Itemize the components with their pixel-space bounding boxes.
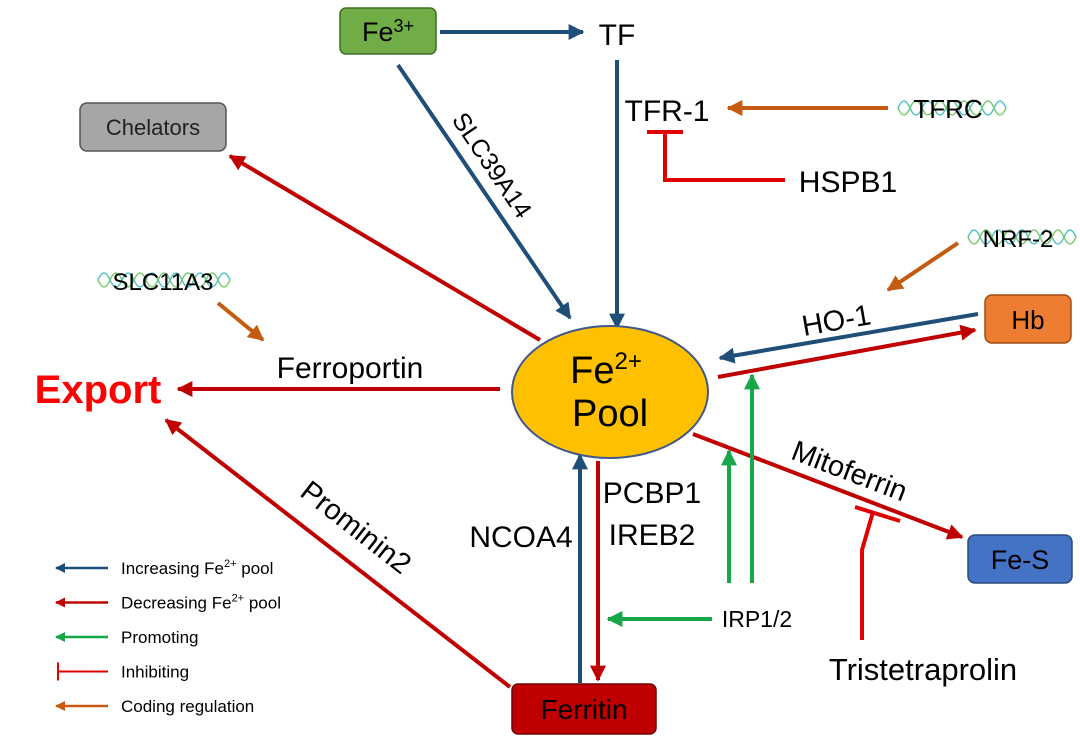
tfrc-label: TFRC: [913, 94, 982, 124]
legend-label-coding: Coding regulation: [121, 697, 254, 716]
legend-label-increasing: Increasing Fe2+ pool: [121, 558, 273, 578]
fe3-superscript: 3+: [393, 16, 414, 36]
pool-label: Pool: [572, 393, 648, 435]
hb-label: Hb: [1011, 305, 1044, 335]
slc39a14-arrow: [396, 63, 572, 320]
legend-label-decreasing: Decreasing Fe2+ pool: [121, 593, 281, 613]
irp12-label: IRP1/2: [722, 606, 792, 632]
fe2-pool-node: Fe2+ Pool: [511, 325, 709, 459]
legend-item-increasing: Increasing Fe2+ pool: [55, 558, 273, 578]
dna-helix-icon: [897, 100, 1007, 116]
prominin2-arrow: [164, 418, 512, 689]
pool-to-hb-arrow: [717, 324, 977, 379]
hspb1-label: HSPB1: [799, 166, 897, 199]
svg-text:Fe2+: Fe2+: [570, 348, 642, 392]
fes-label: Fe-S: [991, 545, 1050, 575]
legend-item-inhibiting: Inhibiting: [57, 662, 189, 682]
hspb1-inhibit-line: [663, 133, 785, 182]
slc11a3-coding-arrow: [216, 301, 265, 342]
tristetraprolin-inhibit-bar: [854, 505, 901, 523]
ireb2-label: IREB2: [609, 519, 696, 552]
svg-text:Fe3+: Fe3+: [362, 16, 414, 47]
tf-label: TF: [599, 19, 636, 52]
export-label: Export: [35, 368, 162, 412]
nrf2-gene-node: NRF-2: [967, 226, 1077, 253]
dna-helix-icon: [967, 229, 1077, 245]
chelators-node: Chelators: [79, 102, 227, 152]
mitoferrin-label: Mitoferrin: [787, 435, 911, 508]
pool-to-chelators-arrow: [228, 154, 542, 342]
fes-node: Fe-S: [967, 534, 1073, 584]
tfr1-label: TFR-1: [625, 95, 710, 128]
tfrc-gene-node: TFRC: [897, 94, 1007, 124]
ho1-label: HO-1: [800, 299, 874, 343]
ferroportin-label: Ferroportin: [277, 352, 424, 385]
mitoferrin-arrow: [692, 432, 964, 540]
slc11a3-label: SLC11A3: [113, 269, 214, 296]
pool-superscript: 2+: [614, 348, 641, 375]
slc11a3-gene-node: SLC11A3: [97, 269, 231, 296]
ncoa4-label: NCOA4: [469, 521, 572, 554]
nrf2-label: NRF-2: [983, 226, 1054, 253]
fe3-base-text: Fe: [362, 17, 394, 47]
fe3-node: Fe3+: [339, 7, 437, 55]
ferritin-label: Ferritin: [540, 694, 627, 725]
ho1-arrow: [718, 312, 979, 364]
legend-item-coding: Coding regulation: [55, 697, 254, 716]
chelators-label: Chelators: [106, 115, 200, 140]
tristetraprolin-label: Tristetraprolin: [829, 652, 1017, 687]
dna-helix-icon: [97, 272, 231, 288]
legend-item-promoting: Promoting: [55, 628, 198, 647]
legend-label-promoting: Promoting: [121, 628, 198, 647]
pcbp1-label: PCBP1: [603, 477, 701, 510]
hb-node: Hb: [984, 294, 1072, 344]
legend-item-decreasing: Decreasing Fe2+ pool: [55, 593, 281, 613]
legend-label-inhibiting: Inhibiting: [121, 663, 189, 682]
pool-base-text: Fe: [570, 350, 614, 392]
ferritin-node: Ferritin: [511, 683, 657, 735]
tristetraprolin-inhibit-line: [860, 511, 875, 640]
nrf2-coding-arrow: [886, 241, 960, 292]
